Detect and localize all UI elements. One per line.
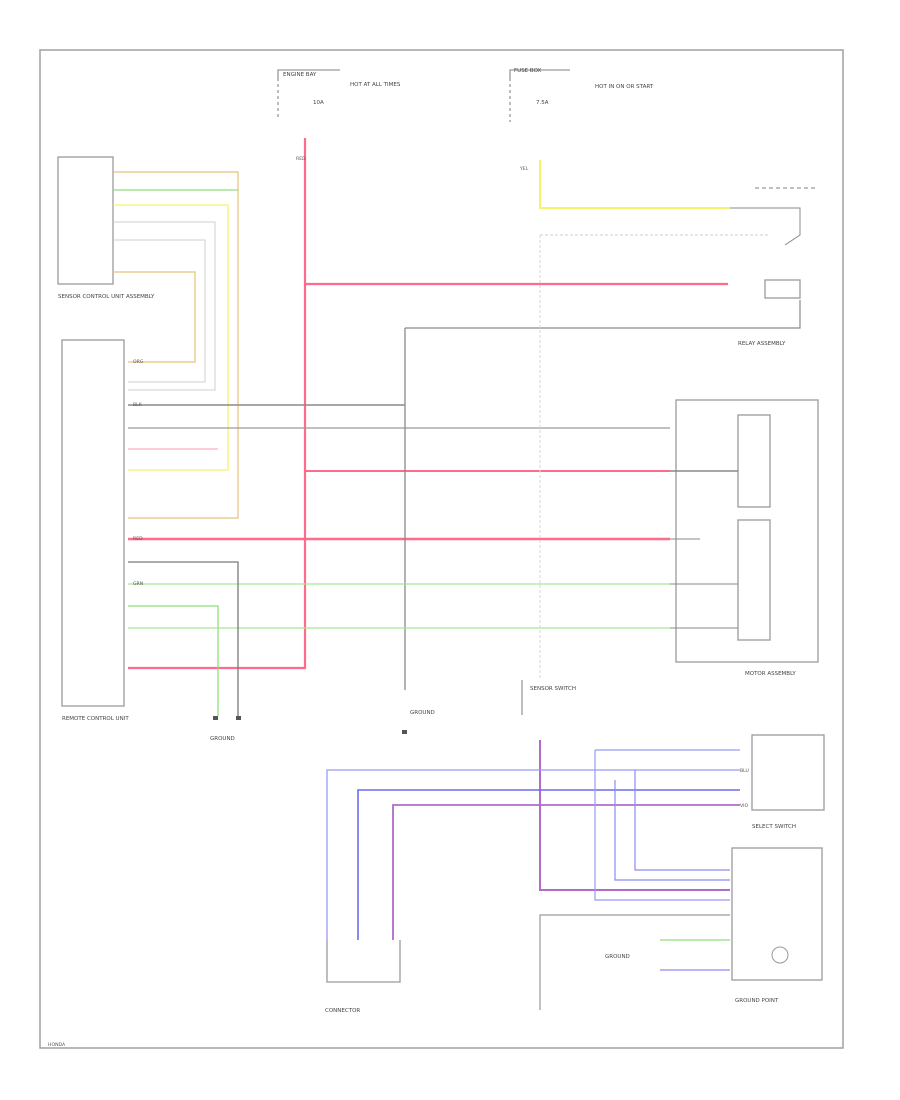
switch-lower: GROUND POINT bbox=[731, 847, 823, 1004]
svg-text:GROUND: GROUND bbox=[605, 954, 630, 960]
label-yellow-1: YEL bbox=[519, 166, 529, 172]
ground-mid: GROUND bbox=[402, 710, 435, 734]
svg-text:GROUND: GROUND bbox=[410, 710, 435, 716]
label-red-1: RED bbox=[296, 156, 306, 162]
svg-text:SELECT SWITCH: SELECT SWITCH bbox=[752, 824, 796, 830]
wire-gray-2 bbox=[113, 239, 206, 383]
label-org-1: ORG bbox=[133, 359, 144, 365]
wire-blue-3 bbox=[594, 749, 740, 901]
svg-text:SENSOR SWITCH: SENSOR SWITCH bbox=[530, 686, 576, 692]
ground-right-group: GROUND bbox=[539, 914, 730, 1010]
ground-left: GROUND bbox=[210, 716, 241, 742]
wire-green-h2 bbox=[128, 605, 219, 716]
bottom-connector: CONNECTOR bbox=[325, 940, 401, 1014]
footer-text: HONDA bbox=[48, 1042, 66, 1048]
wire-red-vertical bbox=[128, 138, 307, 670]
wire-orange-1 bbox=[113, 171, 239, 519]
label-blu-1: BLU bbox=[740, 768, 749, 774]
svg-text:ENGINE BAY: ENGINE BAY bbox=[283, 72, 317, 78]
label-red-2: RED bbox=[133, 536, 143, 542]
svg-text:RELAY ASSEMBLY: RELAY ASSEMBLY bbox=[738, 341, 786, 347]
fuse-block-2: FUSE BOX 7.5A HOT IN ON OR START bbox=[509, 68, 654, 122]
sensor-module-box bbox=[57, 156, 114, 285]
label-blk-1: BLK bbox=[133, 402, 143, 408]
wire-dark-h bbox=[128, 561, 239, 716]
control-unit-box bbox=[61, 339, 125, 707]
svg-text:10A: 10A bbox=[313, 100, 324, 106]
frame bbox=[39, 49, 844, 1049]
svg-text:GROUND: GROUND bbox=[210, 736, 235, 742]
label-vio-1: VIO bbox=[740, 803, 748, 809]
control-unit-label: REMOTE CONTROL UNIT bbox=[62, 716, 129, 722]
relay-upper: RELAY ASSEMBLY bbox=[540, 187, 815, 347]
svg-text:MOTOR ASSEMBLY: MOTOR ASSEMBLY bbox=[745, 671, 796, 677]
wire-gray-1 bbox=[113, 221, 216, 391]
sensor-module-label: SENSOR CONTROL UNIT ASSEMBLY bbox=[58, 294, 155, 300]
wire-orange-2 bbox=[113, 271, 196, 363]
wire-blue-2 bbox=[357, 789, 740, 940]
sensor-right: SENSOR SWITCH bbox=[521, 680, 576, 715]
wire-yellow-top bbox=[539, 160, 730, 209]
wire-blue-1 bbox=[326, 769, 740, 940]
svg-text:HOT IN ON OR START: HOT IN ON OR START bbox=[595, 84, 654, 90]
switch-upper: SELECT SWITCH bbox=[751, 734, 825, 830]
wire-yellow-1 bbox=[113, 204, 229, 471]
wire-blue-5 bbox=[634, 770, 730, 871]
label-green-1: GRN bbox=[133, 581, 143, 587]
wire-gray-top bbox=[405, 300, 801, 329]
svg-text:GROUND POINT: GROUND POINT bbox=[735, 998, 779, 1004]
motor-assembly: MOTOR ASSEMBLY bbox=[670, 399, 819, 677]
wire-purple-2 bbox=[392, 804, 740, 940]
svg-text:7.5A: 7.5A bbox=[536, 100, 549, 106]
wire-blue-4 bbox=[614, 780, 730, 881]
svg-text:FUSE BOX: FUSE BOX bbox=[514, 68, 542, 74]
svg-text:HOT AT ALL TIMES: HOT AT ALL TIMES bbox=[350, 82, 401, 88]
fuse-block-1: ENGINE BAY 10A HOT AT ALL TIMES bbox=[277, 69, 401, 120]
svg-text:CONNECTOR: CONNECTOR bbox=[325, 1008, 360, 1014]
